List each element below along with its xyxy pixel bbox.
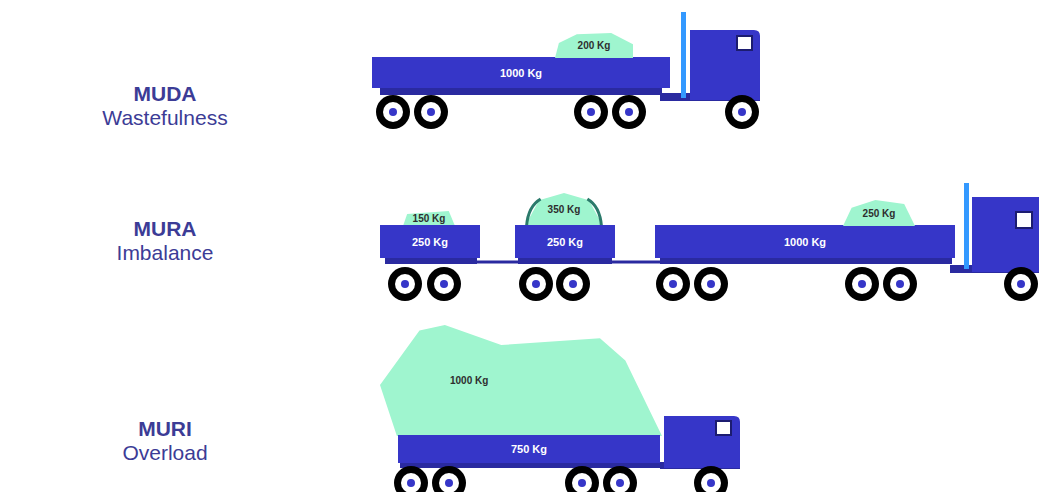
load-fill: [380, 325, 662, 436]
waste-term: MURI: [65, 417, 265, 441]
wheel: [694, 267, 728, 301]
load-weight: 200 Kg: [578, 40, 611, 51]
wheel: [556, 267, 590, 301]
wheel: [519, 267, 553, 301]
trailer-frame: [385, 257, 477, 264]
cargo-load: 1000 Kg: [380, 325, 662, 436]
wheel: [656, 267, 690, 301]
load-weight: 1000 Kg: [450, 375, 488, 386]
load-strap: [527, 199, 602, 226]
wheel: [388, 267, 422, 301]
wheel: [574, 95, 608, 129]
load-fill: [555, 33, 633, 58]
trailer-frame: [380, 87, 662, 95]
trailer-frame: [518, 257, 612, 264]
cargo-load: 350 Kg: [525, 193, 603, 226]
trailer-bed: 750 Kg: [398, 435, 660, 463]
waste-meaning: Wastefulness: [65, 106, 265, 130]
bed-weight: 1000 Kg: [500, 67, 542, 79]
truck-cab: [664, 416, 740, 468]
cargo-load: 200 Kg: [555, 33, 633, 58]
truck-cab: [690, 30, 760, 100]
trailer-bed: 1000 Kg: [655, 225, 955, 258]
bed-weight: 250 Kg: [412, 236, 448, 248]
bed-weight: 750 Kg: [511, 443, 547, 455]
load-weight: 250 Kg: [863, 208, 896, 219]
wheel: [432, 466, 466, 492]
waste-term: MURA: [65, 217, 265, 241]
wheel: [694, 466, 728, 492]
trailer-frame: [660, 257, 952, 264]
wheel: [394, 466, 428, 492]
wheel: [883, 267, 917, 301]
truck-cab: [972, 197, 1039, 272]
waste-meaning: Overload: [65, 441, 265, 465]
cargo-load: 150 Kg: [403, 211, 455, 226]
load-fill: [843, 200, 915, 226]
load-shape: [380, 325, 662, 436]
cab-window: [716, 421, 731, 435]
load-fill: [403, 211, 455, 226]
exhaust-stack: [964, 183, 969, 269]
trailer-bed: 250 Kg: [515, 225, 615, 258]
wheel: [427, 267, 461, 301]
waste-meaning: Imbalance: [65, 241, 265, 265]
waste-term: MUDA: [65, 82, 265, 106]
wheel: [845, 267, 879, 301]
wheel: [414, 95, 448, 129]
wheel: [612, 95, 646, 129]
wheel: [565, 466, 599, 492]
load-weight: 150 Kg: [413, 213, 446, 224]
coupler: [477, 261, 518, 264]
load-weight: 350 Kg: [548, 204, 581, 215]
coupler: [612, 261, 660, 264]
wheel: [1004, 267, 1038, 301]
wheel: [603, 466, 637, 492]
cargo-load: 250 Kg: [843, 200, 915, 226]
load-fill: [525, 193, 603, 226]
wheel: [725, 95, 759, 129]
wheel: [376, 95, 410, 129]
bed-weight: 1000 Kg: [784, 236, 826, 248]
cab-window: [1016, 212, 1032, 228]
trailer-bed: 1000 Kg: [372, 57, 670, 88]
cab-window: [737, 36, 752, 50]
trailer-bed: 250 Kg: [380, 225, 480, 258]
bed-weight: 250 Kg: [547, 236, 583, 248]
exhaust-stack: [681, 12, 686, 98]
